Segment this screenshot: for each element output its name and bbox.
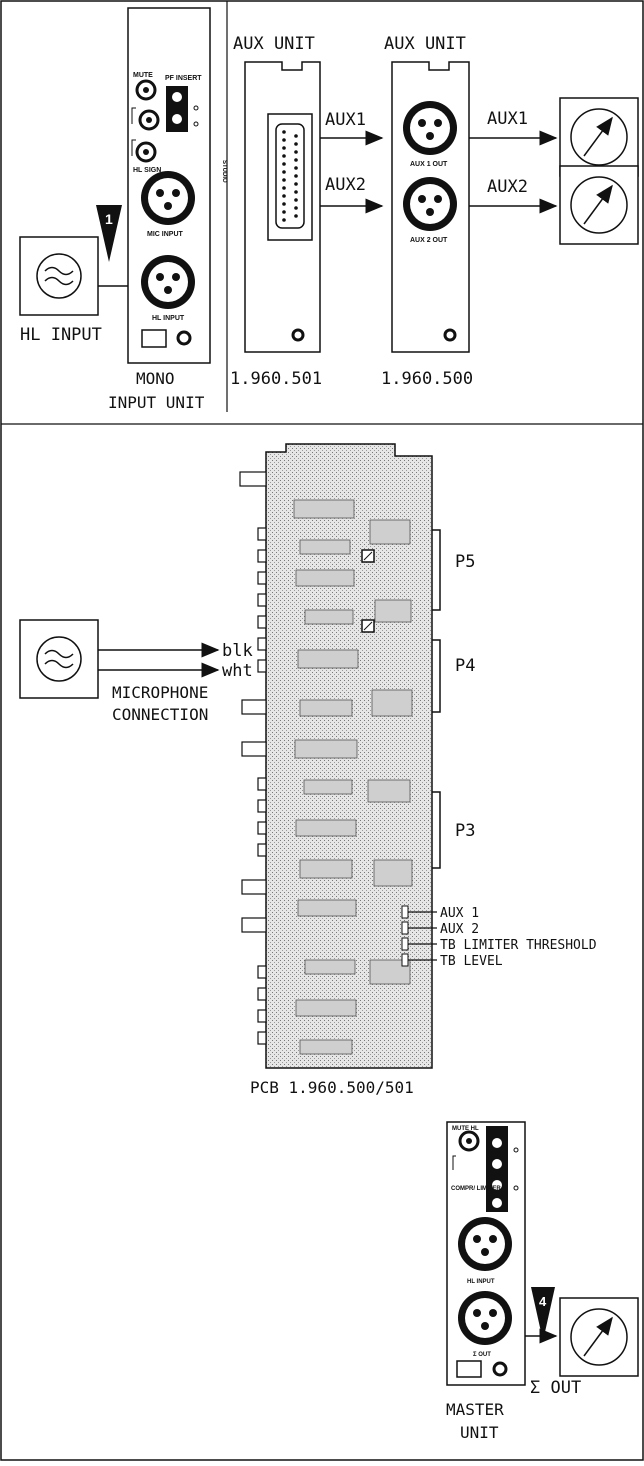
master-sigma-out-label: Σ OUT [473,1352,491,1358]
part-number-501: 1.960.501 [230,369,322,389]
xlr-icon [403,101,457,155]
meter-icon [560,1298,638,1376]
trimmer-aux2: AUX 2 [440,922,479,937]
marker-1: 1 [105,211,113,227]
connector-p4: P4 [455,656,475,676]
pcb-board [240,444,440,1068]
meter-icon [560,98,638,176]
xlr-icon [458,1217,512,1271]
mono-input-unit: MUTE PF INSERT HL SIGN MIC INPUT HL INPU… [96,8,210,412]
mic-input-label: MIC INPUT [147,231,184,238]
hl-input-source: HL INPUT [20,237,128,345]
wire-wht: wht [222,661,253,681]
pf-insert-label: PF INSERT [165,75,202,82]
unit-switch [457,1361,481,1377]
tilde-source-icon [20,237,98,315]
aux-unit-title-left: AUX UNIT [233,34,315,54]
master-unit-label-1: MASTER [446,1400,504,1419]
part-number-500: 1.960.500 [381,369,473,389]
xlr-icon [141,255,195,309]
pcb-label: PCB 1.960.500/501 [250,1078,414,1097]
master-unit-label-2: UNIT [460,1423,499,1442]
mute-label: MUTE [133,72,153,79]
master-hl-input-label: HL INPUT [467,1279,495,1285]
aux1-out-label: AUX 1 OUT [410,161,448,168]
connector-p5: P5 [455,552,475,572]
aux-unit-500: AUX UNIT AUX 1 OUT AUX 2 OUT 1.960.500 [381,34,473,389]
studio-label: STUDIO [221,160,227,183]
compr-limiter-label: COMPR/ LIMITER [451,1186,501,1192]
aux2-signal-label: AUX2 [325,175,366,195]
sigma-out-label: Σ OUT [530,1378,581,1398]
microphone-source: blk wht MICROPHONE CONNECTION [20,620,253,724]
connector-p3: P3 [455,821,475,841]
hl-sign-label: HL SIGN [133,167,161,174]
tilde-source-icon [20,620,98,698]
aux2-out-signal-label: AUX2 [487,177,528,197]
trimmer-tb-level: TB LEVEL [440,954,503,969]
mono-unit-label-1: MONO [136,369,175,388]
mic-connection-label-1: MICROPHONE [112,683,208,702]
aux1-out-signal-label: AUX1 [487,109,528,129]
aux-unit-501: AUX UNIT STUDIO 1.960.501 [221,34,322,389]
aux1-signal-label: AUX1 [325,110,366,130]
meter-icon [560,166,638,244]
mute-hl-label: MUTE HL [452,1126,479,1132]
xlr-icon [141,171,195,225]
trimmer-aux1: AUX 1 [440,906,479,921]
trimmer-tb-limiter-threshold: TB LIMITER THRESHOLD [440,938,597,953]
mic-connection-label-2: CONNECTION [112,705,208,724]
xlr-icon [403,177,457,231]
aux2-out-label: AUX 2 OUT [410,237,448,244]
marker-4: 4 [539,1294,547,1309]
mono-unit-label-2: INPUT UNIT [108,393,205,412]
wire-blk: blk [222,641,253,661]
unit-switch [142,330,166,347]
hl-input-label: HL INPUT [20,325,102,345]
aux-unit-title-right: AUX UNIT [384,34,466,54]
xlr-icon [458,1291,512,1345]
hl-input-jack-label: HL INPUT [152,315,185,322]
